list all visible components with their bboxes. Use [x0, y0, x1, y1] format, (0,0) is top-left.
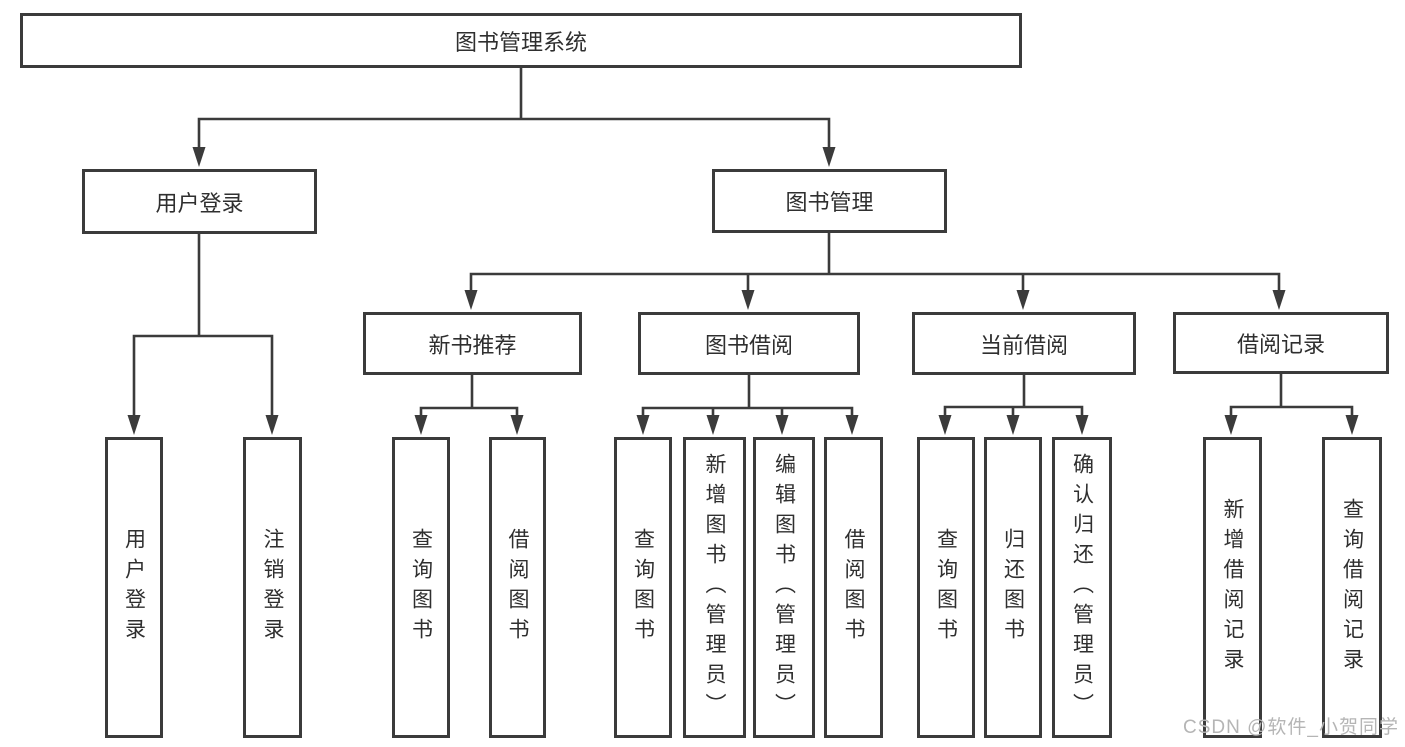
leaf-add-borrow-record: 新增借阅记录 — [1203, 437, 1262, 738]
leaf-borrow-books-recommend: 借阅图书 — [489, 437, 546, 738]
leaf-return-books: 归还图书 — [984, 437, 1042, 738]
node-book-borrowing: 图书借阅 — [638, 312, 860, 375]
node-library-management-system: 图书管理系统 — [20, 13, 1022, 68]
leaf-query-borrow-record: 查询借阅记录 — [1322, 437, 1382, 738]
leaf-edit-book-admin: 编辑图书（管理员） — [753, 437, 815, 738]
leaf-confirm-return-admin-label: 确认归还（管理员） — [1070, 452, 1094, 723]
leaf-add-borrow-record-label: 新增借阅记录 — [1221, 497, 1244, 678]
leaf-borrow-books-borrowing: 借阅图书 — [824, 437, 883, 738]
watermark: CSDN @软件_小贺同学 — [1183, 717, 1399, 738]
leaf-borrow-books-recommend-label: 借阅图书 — [506, 527, 529, 648]
node-current-borrowing: 当前借阅 — [912, 312, 1136, 375]
leaf-query-books-borrowing-label: 查询图书 — [631, 527, 655, 648]
leaf-confirm-return-admin: 确认归还（管理员） — [1052, 437, 1112, 738]
leaf-logout: 注销登录 — [243, 437, 302, 738]
leaf-query-books-recommend: 查询图书 — [392, 437, 450, 738]
leaf-return-books-label: 归还图书 — [1001, 527, 1025, 648]
node-borrowing-records: 借阅记录 — [1173, 312, 1389, 374]
leaf-query-books-current: 查询图书 — [917, 437, 975, 738]
leaf-add-book-admin: 新增图书（管理员） — [683, 437, 746, 738]
leaf-edit-book-admin-label: 编辑图书（管理员） — [772, 452, 796, 723]
leaf-query-books-borrowing: 查询图书 — [614, 437, 672, 738]
leaf-query-books-current-label: 查询图书 — [934, 527, 958, 648]
leaf-borrow-books-borrowing-label: 借阅图书 — [842, 527, 865, 648]
leaf-user-login-label: 用户登录 — [122, 527, 146, 648]
leaf-logout-label: 注销登录 — [261, 527, 284, 648]
leaf-user-login: 用户登录 — [105, 437, 163, 738]
node-new-book-recommendation: 新书推荐 — [363, 312, 582, 375]
node-user-login: 用户登录 — [82, 169, 317, 234]
leaf-query-borrow-record-label: 查询借阅记录 — [1340, 497, 1364, 678]
node-book-management: 图书管理 — [712, 169, 947, 233]
leaf-query-books-recommend-label: 查询图书 — [409, 527, 433, 648]
leaf-add-book-admin-label: 新增图书（管理员） — [703, 452, 726, 723]
